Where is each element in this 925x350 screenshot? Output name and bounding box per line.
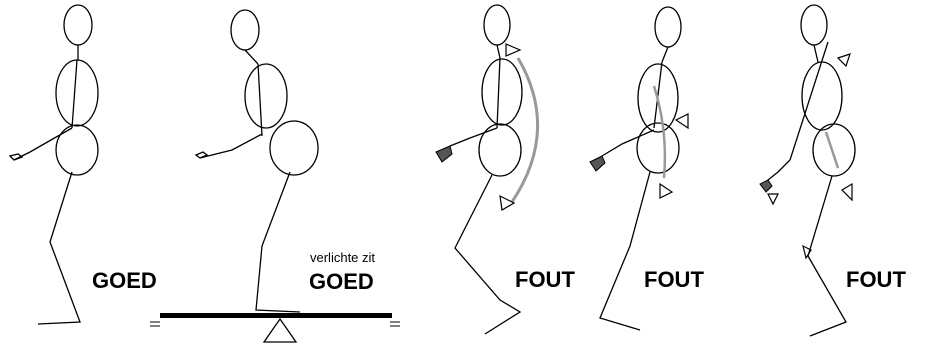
figure-1-leg	[38, 172, 80, 324]
figure-5-arm	[768, 160, 790, 180]
figure-3-upper-marker	[506, 44, 520, 56]
figure-5-head	[801, 5, 827, 45]
figure-5-chest	[802, 62, 842, 130]
figure-2-label: GOED	[309, 269, 374, 294]
figure-4-label: FOUT	[644, 267, 704, 292]
figure-1-pelvis	[56, 125, 98, 175]
figure-3-arm	[450, 128, 497, 146]
seesaw-board	[150, 313, 400, 342]
figure-1-correct	[10, 5, 98, 324]
figure-4-arm	[602, 130, 654, 156]
figure-5-leg	[808, 176, 846, 336]
figure-2-leg	[256, 172, 300, 312]
figure-2-spine	[258, 64, 262, 136]
figure-5-right-marker	[842, 184, 852, 200]
figure-4-neck	[662, 47, 668, 62]
figure-5-back-line	[826, 132, 838, 168]
figure-3-head	[484, 5, 510, 45]
figure-5-wrong	[768, 5, 855, 336]
figure-4-hand-icon	[590, 156, 605, 171]
figure-2-note: verlichte zit	[310, 250, 375, 265]
figure-4-upper-marker	[676, 114, 688, 128]
figure-1-hand	[10, 154, 22, 160]
figure-5-top-marker	[838, 54, 850, 66]
figure-5-neck	[814, 45, 818, 62]
figure-2-arm	[200, 134, 262, 158]
figure-4-pelvis	[637, 123, 679, 173]
figure-1-chest	[56, 60, 98, 126]
figure-1-arm	[14, 128, 72, 160]
figure-5-hand-icon	[760, 180, 772, 192]
figure-3-curve-arrow	[512, 58, 538, 202]
seesaw-plank	[160, 313, 392, 318]
figure-5-left-marker	[768, 194, 778, 204]
figure-3-spine	[497, 58, 500, 128]
figure-2-chest	[245, 64, 287, 128]
figure-3-lower-marker	[500, 196, 514, 210]
seesaw-fulcrum	[264, 319, 296, 342]
figure-1-head	[64, 5, 92, 45]
figure-2-head	[231, 10, 259, 50]
figure-1-spine	[72, 60, 77, 128]
figure-3-leg	[455, 175, 520, 334]
figure-4-leg	[600, 172, 650, 330]
figure-4-lower-marker	[660, 184, 672, 198]
figure-2-pelvis	[270, 121, 318, 175]
figure-5-pelvis	[813, 124, 855, 176]
figure-1-label: GOED	[92, 268, 157, 293]
figure-3-chest	[482, 59, 522, 125]
figure-2-neck	[245, 50, 258, 64]
figure-4-head	[655, 7, 681, 47]
figure-5-spine	[790, 42, 828, 160]
figure-2-correct-supported	[196, 10, 318, 312]
figure-5-label: FOUT	[846, 267, 906, 292]
figure-3-label: FOUT	[515, 267, 575, 292]
figure-3-neck	[497, 45, 500, 58]
figure-3-hand-icon	[436, 146, 452, 162]
